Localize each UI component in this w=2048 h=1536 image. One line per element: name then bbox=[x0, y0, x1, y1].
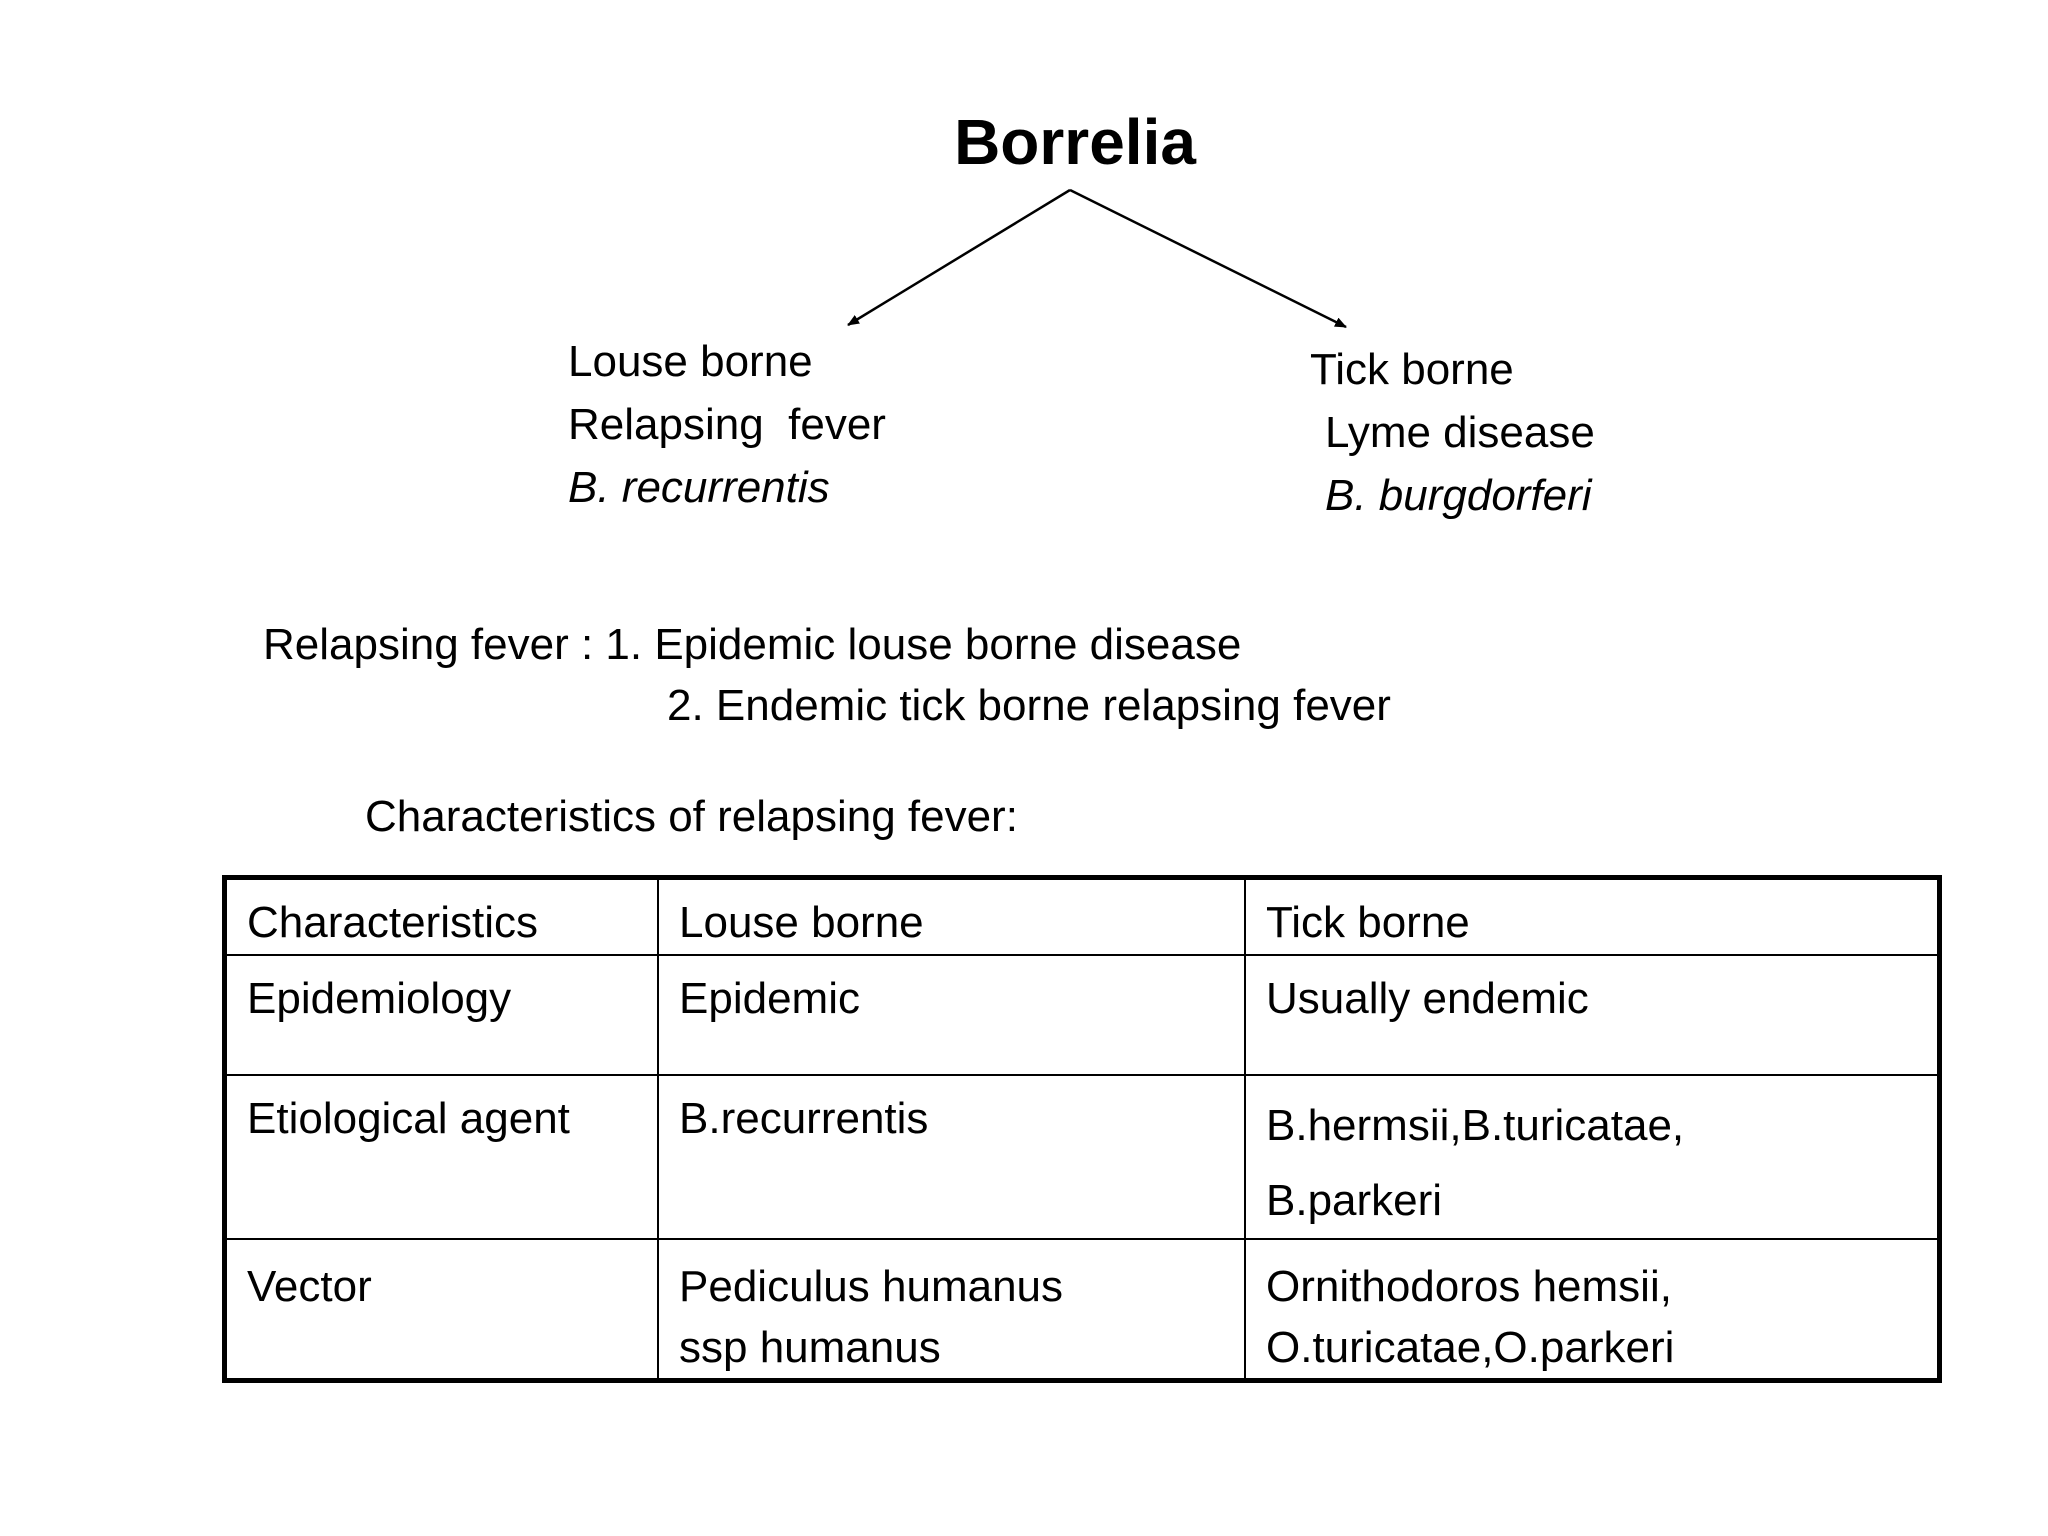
cell-line: ssp humanus bbox=[679, 1323, 941, 1372]
arrow-to-louse-borne bbox=[847, 188, 1071, 327]
table-row: Etiological agent B.recurrentis B.hermsi… bbox=[223, 1074, 1941, 1240]
page-title: Borrelia bbox=[954, 106, 1196, 178]
table-row: Epidemiology Epidemic Usually endemic bbox=[223, 954, 1941, 1076]
cell-louse-epidemiology: Epidemic bbox=[657, 954, 1246, 1076]
table-row: Vector Pediculus humanus ssp humanus Orn… bbox=[223, 1238, 1941, 1382]
row-label-vector: Vector bbox=[223, 1238, 659, 1382]
row-label-etiological-agent: Etiological agent bbox=[223, 1074, 659, 1240]
cell-line: Usually endemic bbox=[1266, 974, 1589, 1023]
header-louse-borne: Louse borne bbox=[657, 876, 1246, 956]
tick-borne-branch: Tick borne Lyme disease B. burgdorferi bbox=[1310, 338, 1595, 527]
cell-louse-vector: Pediculus humanus ssp humanus bbox=[657, 1238, 1246, 1382]
cell-line: B.parkeri bbox=[1266, 1176, 1443, 1225]
cell-tick-epidemiology: Usually endemic bbox=[1244, 954, 1941, 1076]
characteristics-table: Characteristics Louse borne Tick borne E… bbox=[222, 875, 1942, 1383]
cell-tick-vector: Ornithodoros hemsii, O.turicatae,O.parke… bbox=[1244, 1238, 1941, 1382]
header-characteristics: Characteristics bbox=[223, 876, 659, 956]
arrow-to-tick-borne bbox=[1069, 188, 1347, 329]
louse-borne-label: Louse borne bbox=[568, 337, 813, 386]
lyme-disease-label: Lyme disease bbox=[1325, 408, 1595, 457]
cell-tick-agent: B.hermsii,B.turicatae, B.parkeri bbox=[1244, 1074, 1941, 1240]
relapsing-fever-label: Relapsing fever bbox=[568, 400, 886, 449]
relapsing-fever-type-1: Relapsing fever : 1. Epidemic louse born… bbox=[263, 620, 1242, 669]
table-caption: Characteristics of relapsing fever: bbox=[365, 792, 1018, 841]
tick-borne-label: Tick borne bbox=[1310, 345, 1514, 394]
b-recurrentis-label: B. recurrentis bbox=[568, 463, 830, 512]
table-header-row: Characteristics Louse borne Tick borne bbox=[223, 876, 1941, 956]
cell-line: O.turicatae,O.parkeri bbox=[1266, 1323, 1675, 1372]
louse-borne-branch: Louse borne Relapsing fever B. recurrent… bbox=[568, 330, 886, 519]
cell-louse-agent: B.recurrentis bbox=[657, 1074, 1246, 1240]
cell-line: Epidemic bbox=[679, 974, 860, 1023]
b-burgdorferi-label: B. burgdorferi bbox=[1325, 471, 1592, 520]
header-tick-borne: Tick borne bbox=[1244, 876, 1941, 956]
cell-line: Ornithodoros hemsii, bbox=[1266, 1262, 1672, 1311]
row-label-epidemiology: Epidemiology bbox=[223, 954, 659, 1076]
cell-line: B.hermsii,B.turicatae, bbox=[1266, 1101, 1685, 1150]
cell-line: Pediculus humanus bbox=[679, 1262, 1064, 1311]
cell-line: B.recurrentis bbox=[679, 1094, 929, 1143]
relapsing-fever-type-2: 2. Endemic tick borne relapsing fever bbox=[667, 681, 1391, 730]
